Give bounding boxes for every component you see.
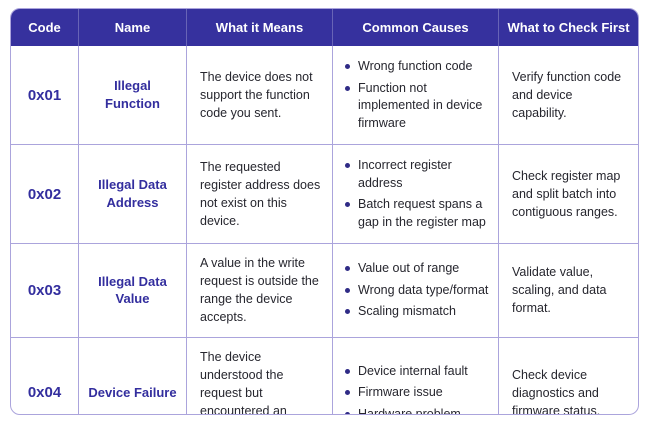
- table-row: 0x04 Device Failure The device understoo…: [11, 336, 638, 415]
- code-cell: 0x02: [11, 145, 79, 243]
- name-cell: Illegal Data Address: [79, 145, 187, 243]
- error-name-value: Illegal Data Address: [98, 177, 167, 210]
- header-cell-name: Name: [79, 9, 187, 46]
- code-cell: 0x01: [11, 46, 79, 144]
- table-body: 0x01 Illegal Function The device does no…: [11, 46, 638, 415]
- header-cell-code: Code: [11, 9, 79, 46]
- cause-item: Device internal fault: [345, 363, 492, 381]
- header-cell-common-causes: Common Causes: [333, 9, 499, 46]
- code-cell: 0x03: [11, 244, 79, 337]
- check-first-text: Check register map and split batch into …: [512, 168, 621, 220]
- table-header-row: Code Name What it Means Common Causes Wh…: [11, 9, 638, 46]
- table-row: 0x02 Illegal Data Address The requested …: [11, 144, 638, 243]
- cause-item: Wrong data type/format: [345, 282, 492, 300]
- cause-item: Firmware issue: [345, 384, 492, 402]
- check-first-cell: Validate value, scaling, and data format…: [499, 244, 638, 337]
- meaning-cell: The requested register address does not …: [187, 145, 333, 243]
- meaning-text: The device does not support the function…: [200, 69, 313, 121]
- cause-item: Batch request spans a gap in the registe…: [345, 196, 492, 231]
- check-first-cell: Check device diagnostics and firmware st…: [499, 338, 638, 415]
- error-name-value: Illegal Function: [105, 78, 160, 111]
- check-first-text: Validate value, scaling, and data format…: [512, 265, 607, 316]
- check-first-cell: Verify function code and device capabili…: [499, 46, 638, 144]
- error-code-value: 0x04: [27, 384, 62, 402]
- error-code-table: Code Name What it Means Common Causes Wh…: [10, 8, 639, 415]
- name-cell: Device Failure: [79, 337, 187, 414]
- cause-item: Function not implemented in device firmw…: [345, 80, 492, 133]
- meaning-text: The device understood the request but en…: [200, 349, 287, 415]
- error-name-value: Device Failure: [88, 385, 177, 401]
- header-cell-what-it-means: What it Means: [187, 9, 333, 46]
- cause-item: Hardware problem: [345, 406, 492, 414]
- cause-item: Incorrect register address: [345, 157, 492, 192]
- cause-item: Scaling mismatch: [345, 303, 492, 321]
- code-cell: 0x04: [11, 337, 79, 414]
- table-row: 0x03 Illegal Data Value A value in the w…: [11, 243, 638, 337]
- cause-item: Wrong function code: [345, 58, 492, 76]
- meaning-cell: The device understood the request but en…: [187, 337, 333, 415]
- meaning-text: The requested register address does not …: [200, 159, 321, 229]
- cause-item: Value out of range: [345, 260, 492, 278]
- check-first-text: Check device diagnostics and firmware st…: [512, 367, 601, 415]
- name-cell: Illegal Data Value: [79, 244, 187, 337]
- error-name-value: Illegal Data Value: [98, 273, 167, 307]
- error-code-value: 0x03: [27, 281, 62, 299]
- name-cell: Illegal Function: [79, 46, 187, 144]
- meaning-text: A value in the write request is outside …: [200, 256, 319, 325]
- header-cell-what-to-check: What to Check First: [507, 20, 630, 35]
- check-first-text: Verify function code and device capabili…: [512, 69, 622, 121]
- error-code-value: 0x01: [27, 86, 62, 104]
- table-row: 0x01 Illegal Function The device does no…: [11, 46, 638, 144]
- meaning-cell: The device does not support the function…: [187, 46, 333, 144]
- error-code-value: 0x02: [27, 185, 62, 203]
- meaning-cell: A value in the write request is outside …: [187, 244, 333, 337]
- check-first-cell: Check register map and split batch into …: [499, 145, 638, 243]
